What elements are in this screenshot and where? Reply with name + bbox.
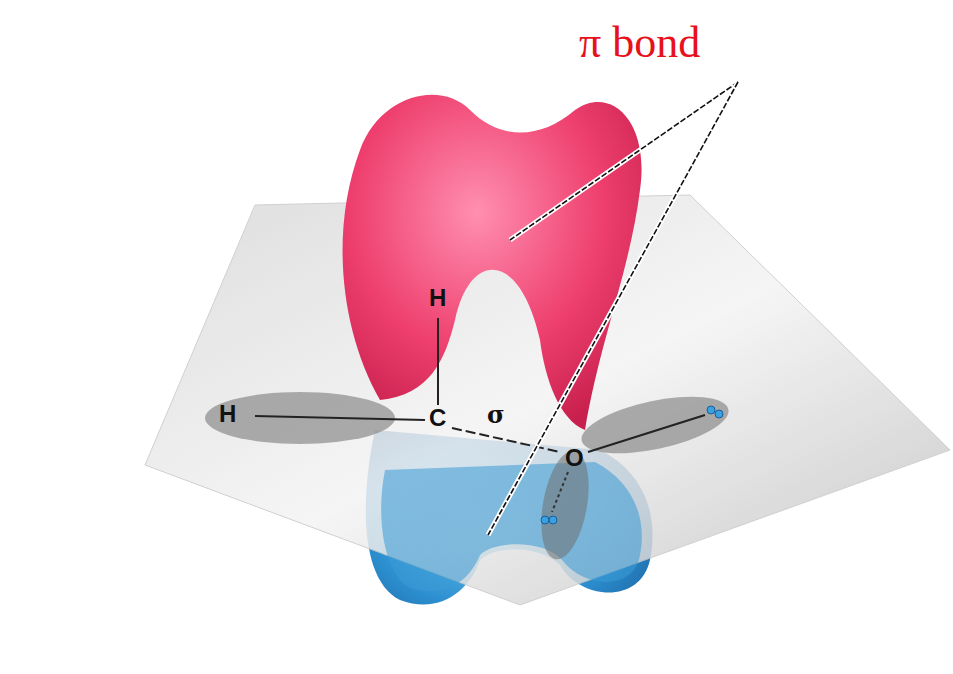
atom-symbol: C: [429, 404, 446, 432]
leader-line: [488, 82, 738, 535]
bond-line: [552, 472, 568, 512]
pi-lobe-upper: [343, 95, 642, 430]
lone-pair-lobe: [577, 386, 734, 464]
bond-symbol: σ: [487, 400, 505, 429]
bond-line: [437, 318, 439, 405]
atom-symbol: H: [429, 284, 446, 312]
bond-line: [255, 416, 425, 420]
atom-symbol: O: [565, 444, 584, 472]
electron-pair: [541, 406, 723, 524]
title-label: π bond: [579, 17, 700, 68]
pi-lobe-lower-shadow: [381, 462, 642, 592]
bond-line: [588, 415, 705, 452]
atom-symbol: H: [219, 400, 236, 428]
